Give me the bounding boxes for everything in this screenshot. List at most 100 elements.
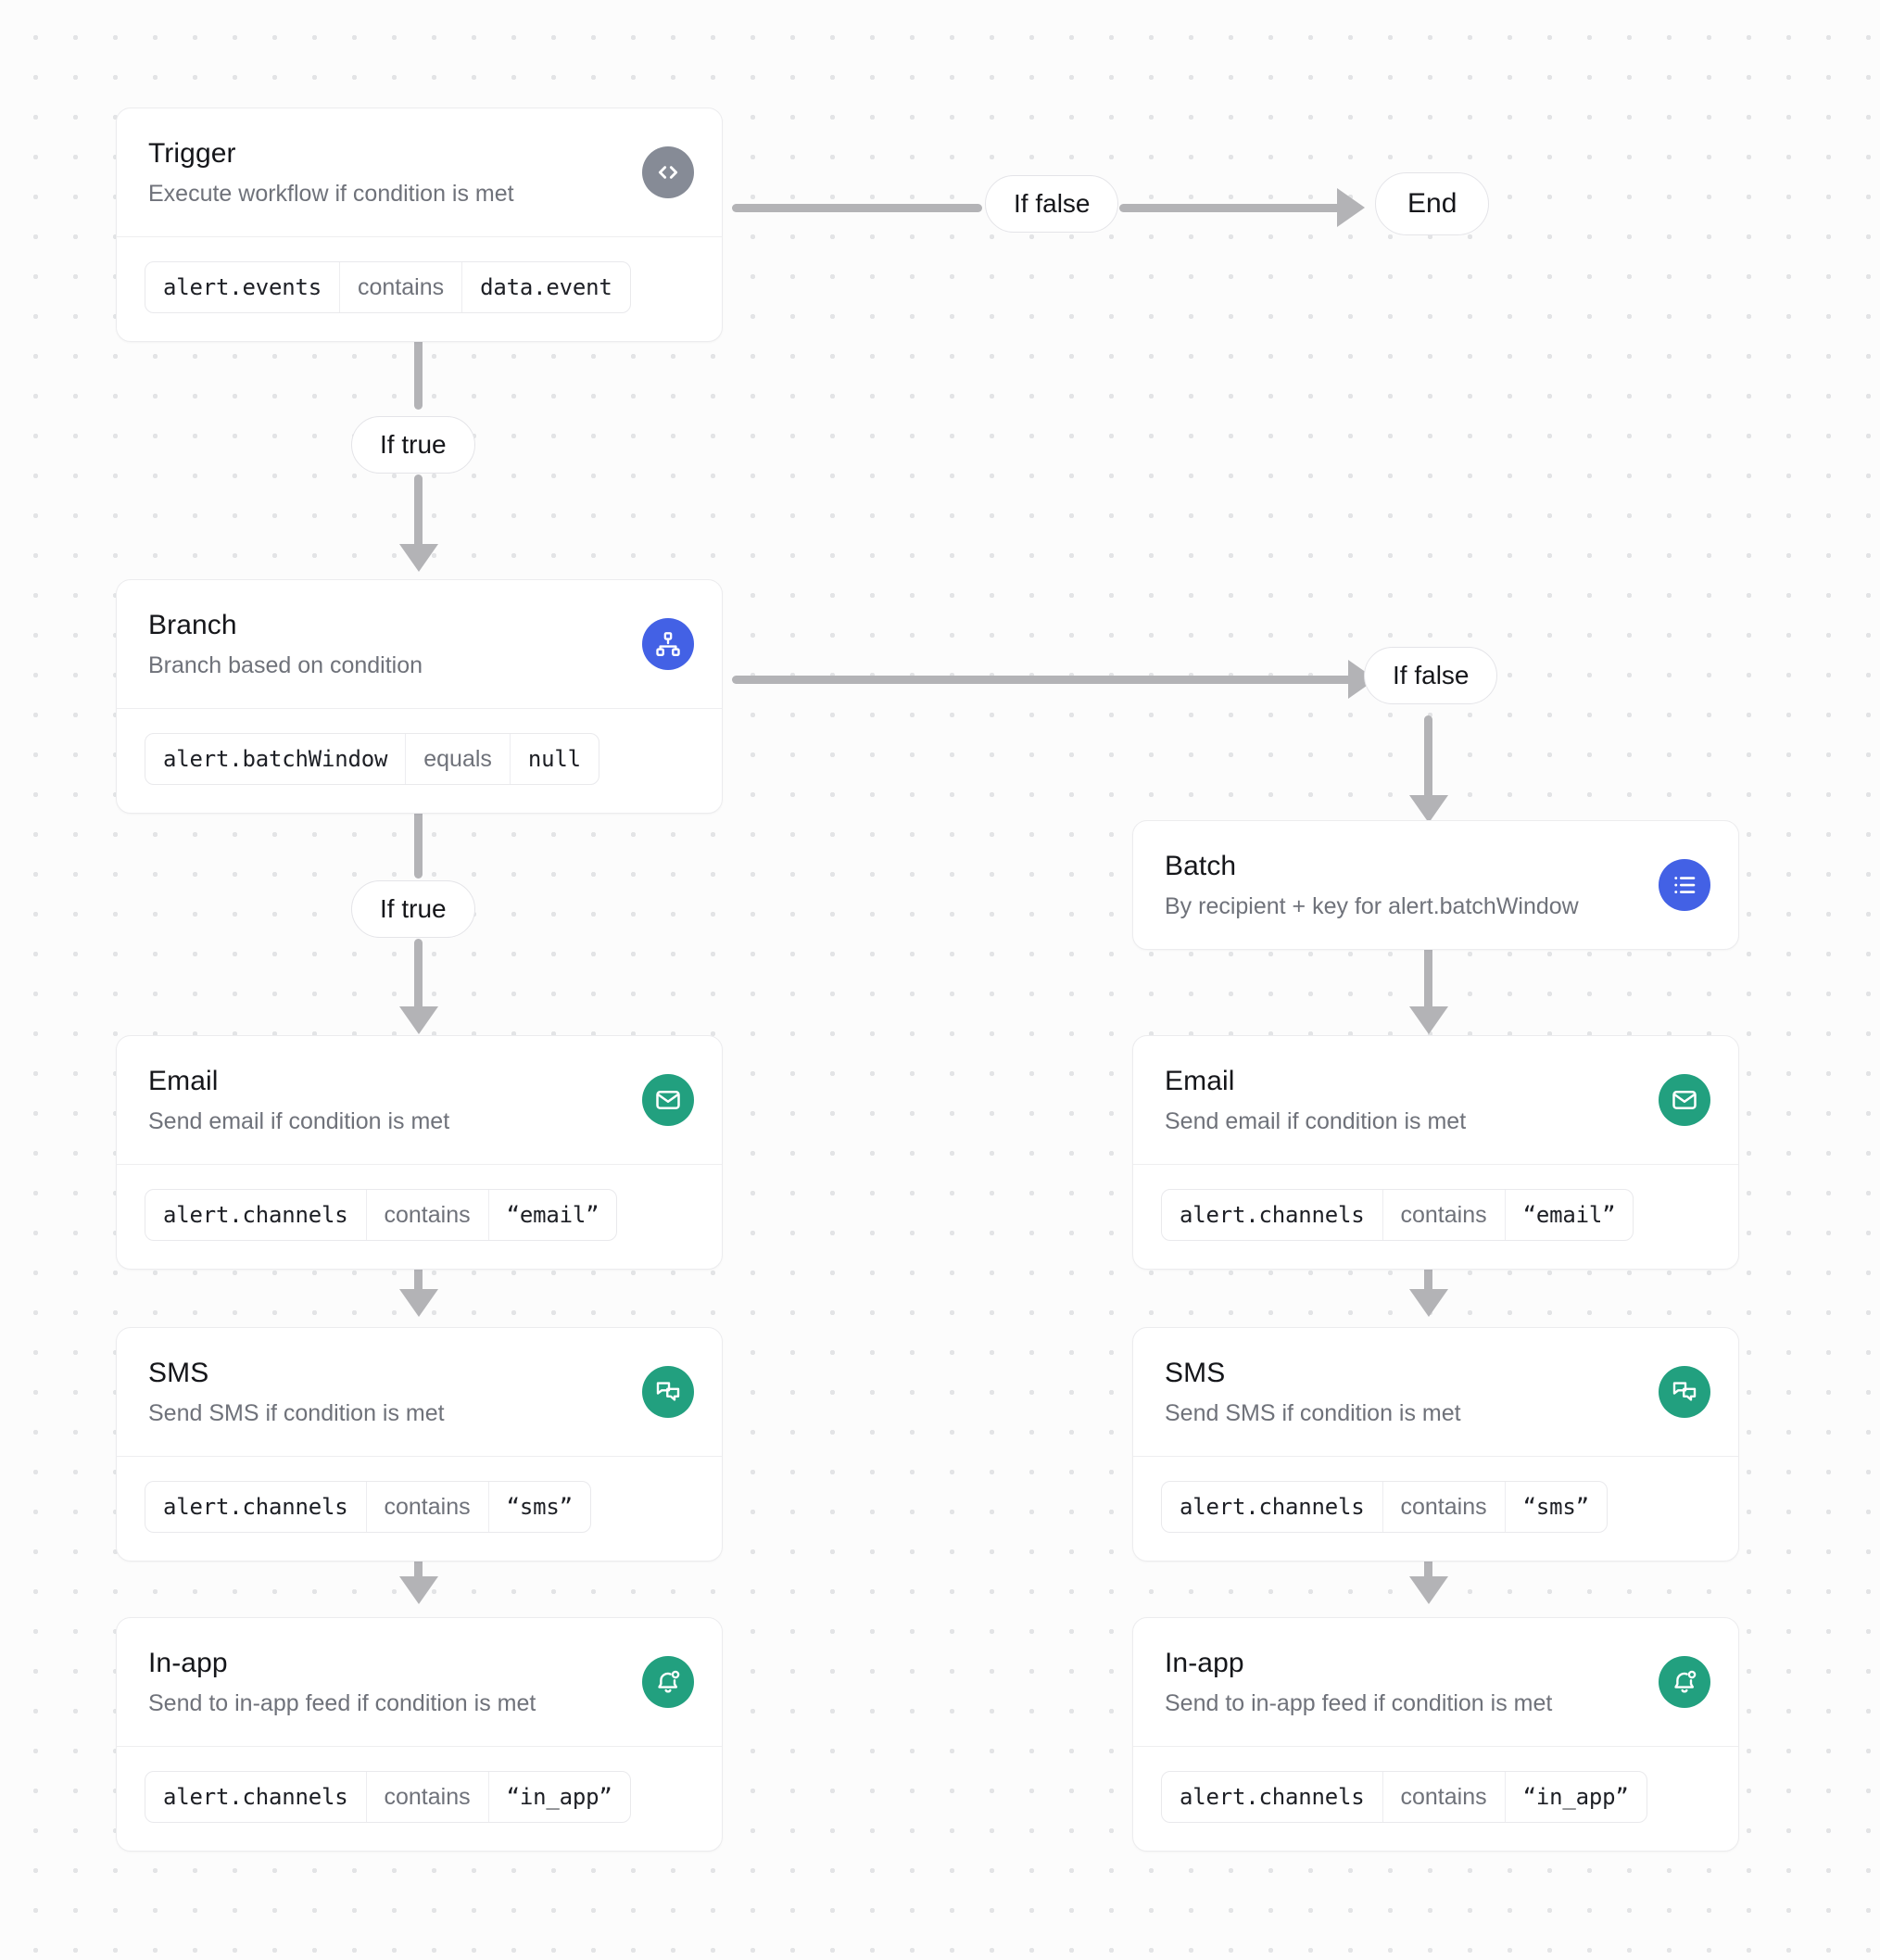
branch-subtitle: Branch based on condition — [148, 651, 423, 678]
sms-body: alert.channels contains “sms” — [117, 1457, 722, 1561]
edge-iftrue-to-email — [414, 939, 423, 1015]
arrowhead-to-email-left — [399, 1006, 438, 1034]
condition-operator: contains — [1382, 1482, 1506, 1532]
arrowhead-to-sms-left — [399, 1289, 438, 1317]
pill-label: If true — [380, 894, 447, 923]
trigger-header: Trigger Execute workflow if condition is… — [117, 108, 722, 236]
inapp-condition-chip[interactable]: alert.channels contains “in_app” — [1161, 1771, 1647, 1823]
sms-title: SMS — [1165, 1358, 1226, 1388]
condition-value: data.event — [480, 274, 612, 300]
edge-branch-to-iftrue — [414, 777, 423, 879]
inapp-divider — [1133, 1746, 1738, 1747]
condition-field: alert.channels — [163, 1202, 348, 1228]
trigger-divider — [117, 236, 722, 237]
email-title: Email — [1165, 1066, 1235, 1096]
edge-trigger-to-iftrue — [414, 313, 423, 410]
inapp-body: alert.channels contains “in_app” — [1133, 1747, 1738, 1851]
edge-batch-to-email-right — [1424, 929, 1432, 1015]
inapp-divider — [117, 1746, 722, 1747]
inapp-subtitle: Send to in-app feed if condition is met — [1165, 1689, 1553, 1716]
branch-divider — [117, 708, 722, 709]
condition-value: “email” — [506, 1202, 599, 1228]
edge-iffalse-to-end — [1119, 204, 1342, 212]
condition-operator: contains — [1382, 1190, 1506, 1240]
email-subtitle: Send email if condition is met — [148, 1107, 450, 1134]
condition-value: “email” — [1522, 1202, 1616, 1228]
sms-header: SMS Send SMS if condition is met — [1133, 1328, 1738, 1456]
node-branch[interactable]: Branch Branch based on condition alert.b… — [116, 579, 723, 814]
edge-branch-to-iffalse — [732, 676, 1355, 684]
inapp-subtitle: Send to in-app feed if condition is met — [148, 1689, 536, 1716]
email-condition-chip[interactable]: alert.channels contains “email” — [145, 1189, 618, 1241]
edge-iftrue-to-branch — [414, 474, 423, 552]
envelope-icon — [642, 1074, 694, 1126]
sitemap-icon — [642, 618, 694, 670]
sms-subtitle: Send SMS if condition is met — [1165, 1399, 1461, 1426]
condition-field: alert.events — [163, 274, 322, 300]
inapp-header: In-app Send to in-app feed if condition … — [117, 1618, 722, 1746]
condition-value: “in_app” — [1522, 1784, 1629, 1810]
pill-branch-if-false[interactable]: If false — [1364, 647, 1498, 704]
edge-email-to-sms-left — [414, 1242, 423, 1299]
sms-divider — [117, 1456, 722, 1457]
arrowhead-to-end — [1337, 188, 1365, 227]
pill-end[interactable]: End — [1375, 172, 1490, 235]
trigger-title: Trigger — [148, 138, 236, 169]
email-body: alert.channels contains “email” — [1133, 1165, 1738, 1269]
condition-value: “sms” — [506, 1494, 573, 1520]
condition-value: “sms” — [1522, 1494, 1589, 1520]
email-condition-chip[interactable]: alert.channels contains “email” — [1161, 1189, 1634, 1241]
condition-field: alert.channels — [163, 1784, 348, 1810]
sms-condition-chip[interactable]: alert.channels contains “sms” — [1161, 1481, 1608, 1533]
pill-branch-if-true[interactable]: If true — [351, 880, 475, 938]
condition-operator: contains — [1382, 1772, 1506, 1822]
condition-field: alert.batchWindow — [163, 746, 388, 772]
pill-label: If true — [380, 430, 447, 459]
chat-bubbles-icon — [642, 1366, 694, 1418]
node-email-left[interactable]: Email Send email if condition is met ale… — [116, 1035, 723, 1270]
condition-value: “in_app” — [506, 1784, 612, 1810]
branch-body: alert.batchWindow equals null — [117, 709, 722, 813]
sms-header: SMS Send SMS if condition is met — [117, 1328, 722, 1456]
pill-label: If false — [1393, 661, 1470, 689]
email-header: Email Send email if condition is met — [1133, 1036, 1738, 1164]
sms-divider — [1133, 1456, 1738, 1457]
node-inapp-left[interactable]: In-app Send to in-app feed if condition … — [116, 1617, 723, 1852]
batch-title: Batch — [1165, 851, 1237, 881]
branch-title: Branch — [148, 610, 237, 640]
node-batch[interactable]: Batch By recipient + key for alert.batch… — [1132, 820, 1739, 950]
branch-condition-chip[interactable]: alert.batchWindow equals null — [145, 733, 599, 785]
condition-operator: contains — [365, 1190, 489, 1240]
node-inapp-right[interactable]: In-app Send to in-app feed if condition … — [1132, 1617, 1739, 1852]
chat-bubbles-icon — [1659, 1366, 1710, 1418]
inapp-body: alert.channels contains “in_app” — [117, 1747, 722, 1851]
batch-header: Batch By recipient + key for alert.batch… — [1133, 821, 1738, 949]
sms-body: alert.channels contains “sms” — [1133, 1457, 1738, 1561]
pill-trigger-if-false[interactable]: If false — [985, 175, 1119, 233]
node-email-right[interactable]: Email Send email if condition is met ale… — [1132, 1035, 1739, 1270]
inapp-title: In-app — [1165, 1648, 1244, 1678]
trigger-condition-chip[interactable]: alert.events contains data.event — [145, 261, 631, 313]
condition-field: alert.channels — [1180, 1494, 1365, 1520]
pill-trigger-if-true[interactable]: If true — [351, 416, 475, 474]
edge-trigger-to-iffalse — [732, 204, 982, 212]
node-sms-left[interactable]: SMS Send SMS if condition is met alert.c… — [116, 1327, 723, 1562]
email-body: alert.channels contains “email” — [117, 1165, 722, 1269]
sms-title: SMS — [148, 1358, 209, 1388]
inapp-condition-chip[interactable]: alert.channels contains “in_app” — [145, 1771, 631, 1823]
node-trigger[interactable]: Trigger Execute workflow if condition is… — [116, 107, 723, 342]
sms-condition-chip[interactable]: alert.channels contains “sms” — [145, 1481, 591, 1533]
condition-value: null — [527, 746, 581, 772]
arrowhead-to-inapp-left — [399, 1576, 438, 1604]
trigger-subtitle: Execute workflow if condition is met — [148, 180, 514, 207]
condition-field: alert.channels — [1180, 1202, 1365, 1228]
trigger-body: alert.events contains data.event — [117, 237, 722, 341]
email-divider — [117, 1164, 722, 1165]
inapp-title: In-app — [148, 1648, 228, 1678]
arrowhead-to-sms-right — [1409, 1289, 1448, 1317]
condition-operator: contains — [365, 1772, 489, 1822]
arrowhead-to-branch — [399, 544, 438, 572]
edge-email-to-sms-right — [1424, 1242, 1432, 1299]
node-sms-right[interactable]: SMS Send SMS if condition is met alert.c… — [1132, 1327, 1739, 1562]
envelope-icon — [1659, 1074, 1710, 1126]
